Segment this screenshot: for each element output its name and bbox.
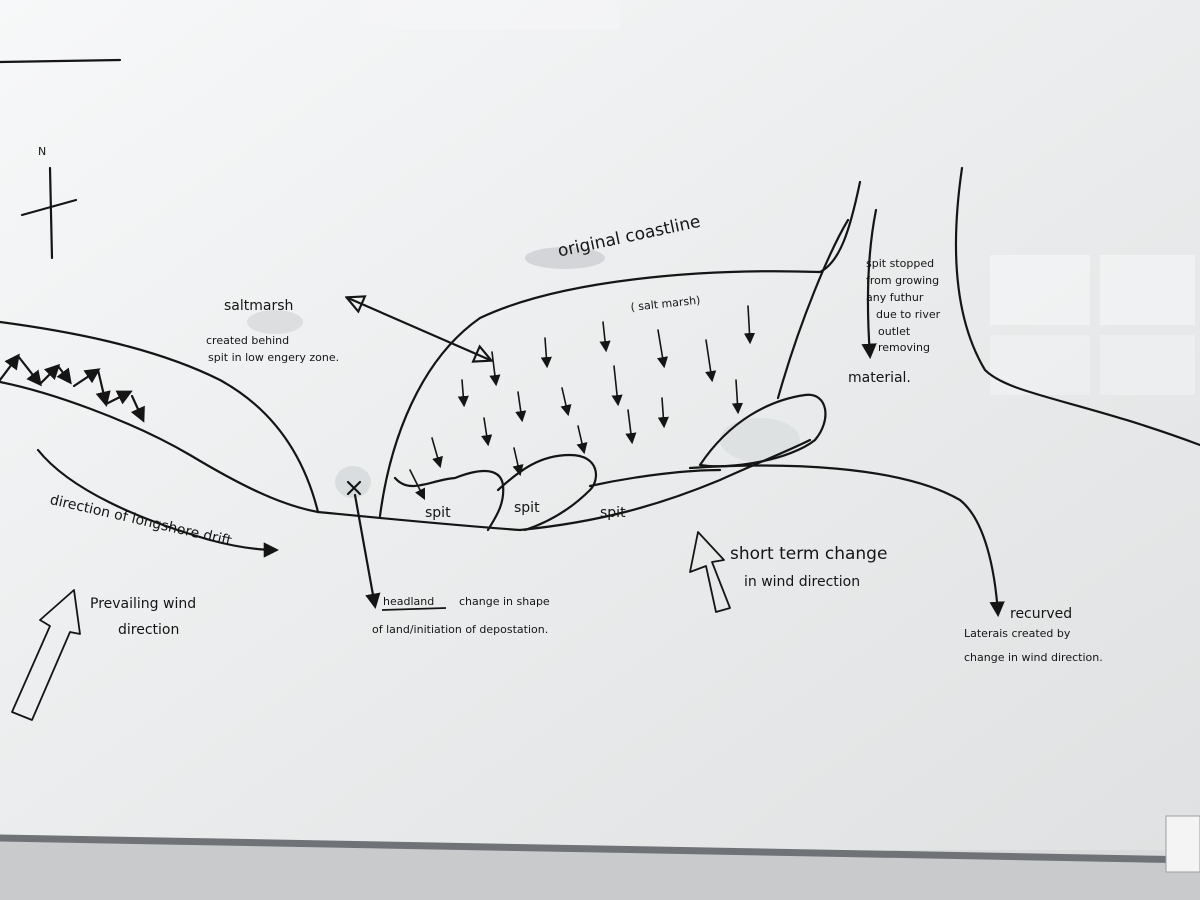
short-term-wind-arrow bbox=[689, 531, 731, 613]
coastline-left-lower bbox=[0, 380, 320, 514]
headland-word: headland bbox=[383, 595, 435, 608]
board-frame bbox=[0, 840, 1200, 900]
spit-stopped-line1: spit stopped bbox=[866, 257, 935, 270]
spit-label-2: spit bbox=[514, 500, 540, 516]
compass-north-label: N bbox=[38, 145, 47, 158]
headland-line1: change in shape bbox=[459, 595, 550, 608]
saltmarsh-note-line2: spit in low engery zone. bbox=[208, 351, 340, 364]
spit-stopped-line4: due to river bbox=[876, 308, 941, 321]
recurved-pointer bbox=[688, 464, 1005, 618]
headland-line2: of land/initiation of depostation. bbox=[372, 623, 549, 636]
recurved-line2: Laterais created by bbox=[964, 627, 1071, 640]
headland-cross bbox=[346, 480, 362, 496]
zigzag-arrows bbox=[0, 353, 145, 423]
compass-cross bbox=[20, 198, 78, 217]
prevailing-wind-arrow bbox=[11, 589, 81, 721]
recurve-lobe-3 bbox=[588, 468, 722, 488]
saltmarsh-note-line1: created behind bbox=[206, 334, 290, 347]
longshore-arrow bbox=[36, 448, 280, 558]
spit-outline bbox=[378, 180, 862, 518]
recurved-end bbox=[698, 393, 827, 468]
short-term-change-line2: in wind direction bbox=[744, 574, 861, 590]
spit-stopped-line5: outlet bbox=[878, 325, 911, 338]
recurve-lobe-1 bbox=[393, 469, 505, 532]
saltmarsh-label: saltmarsh bbox=[224, 298, 294, 314]
saltmarsh-pointer bbox=[348, 298, 490, 360]
spit-stopped-line6: removing bbox=[878, 341, 931, 354]
spit-stopped-line2: from growing bbox=[866, 274, 940, 287]
board-sticker bbox=[1165, 815, 1200, 873]
spit-tip bbox=[776, 218, 850, 400]
prevailing-wind-line1: Prevailing wind bbox=[90, 596, 197, 612]
headland-pointer bbox=[353, 493, 381, 610]
recurved-line3: change in wind direction. bbox=[964, 651, 1103, 664]
beach-line bbox=[316, 438, 812, 532]
window-reflection bbox=[360, 0, 1195, 395]
spit-label-1: spit bbox=[425, 505, 451, 521]
board-surface bbox=[0, 0, 1200, 850]
river-bank bbox=[954, 166, 1200, 447]
prevailing-wind-line2: direction bbox=[118, 622, 180, 638]
recurve-lobe-2 bbox=[496, 453, 598, 532]
marsh-arrows bbox=[409, 305, 756, 501]
river-removal-arrow bbox=[861, 208, 878, 360]
recurved-line1: recurved bbox=[1010, 606, 1073, 622]
coastline-left-upper bbox=[0, 320, 320, 514]
spit-stopped-line3: any futhur bbox=[866, 291, 924, 304]
compass-needle bbox=[48, 166, 54, 260]
spit-label-3: spit bbox=[600, 505, 626, 521]
spit-stopped-line7: material. bbox=[848, 370, 911, 386]
short-term-change-line1: short term change bbox=[730, 544, 888, 564]
